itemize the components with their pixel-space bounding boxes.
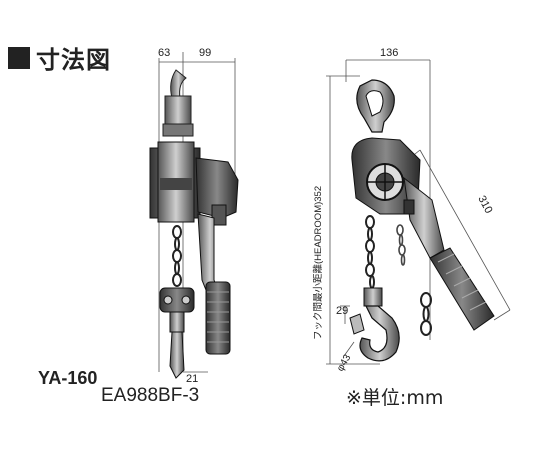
front-chain-end [420,292,432,336]
front-dim-headroom: フック間最小距離(HEADROOM)352 [312,186,324,340]
side-gear-housing [195,157,239,219]
side-bottom-hook [169,331,185,379]
side-handle-grip [205,281,231,355]
side-view-hoist: 63 99 21 [149,47,239,385]
square-bullet-icon [8,46,30,69]
front-lever-arm [403,176,445,259]
side-dim-21: 21 [186,373,198,385]
front-dim-phi43: φ43 [335,352,354,373]
front-dim-136: 136 [380,47,398,59]
catalog-number: EA988BF-3 [101,385,200,406]
front-handle-grip [429,247,495,331]
front-slack-chain [396,224,406,266]
page-title: 寸法図 [36,46,111,74]
side-dim-99: 99 [199,47,211,59]
section-heading: 寸法図 [8,40,111,75]
front-dim-29: 29 [336,305,348,317]
front-view-hoist: 136 フック間最小距離(HEADROOM)352 310 [312,47,511,374]
model-number-ya160: YA-160 [38,368,98,388]
front-bottom-hook [359,305,400,362]
front-load-chain [365,215,375,289]
unit-note: ※単位:mm [346,387,444,409]
side-top-hook [170,69,187,99]
side-load-chain [172,225,182,287]
side-dim-63: 63 [158,47,170,59]
front-dim-310: 310 [475,194,494,216]
